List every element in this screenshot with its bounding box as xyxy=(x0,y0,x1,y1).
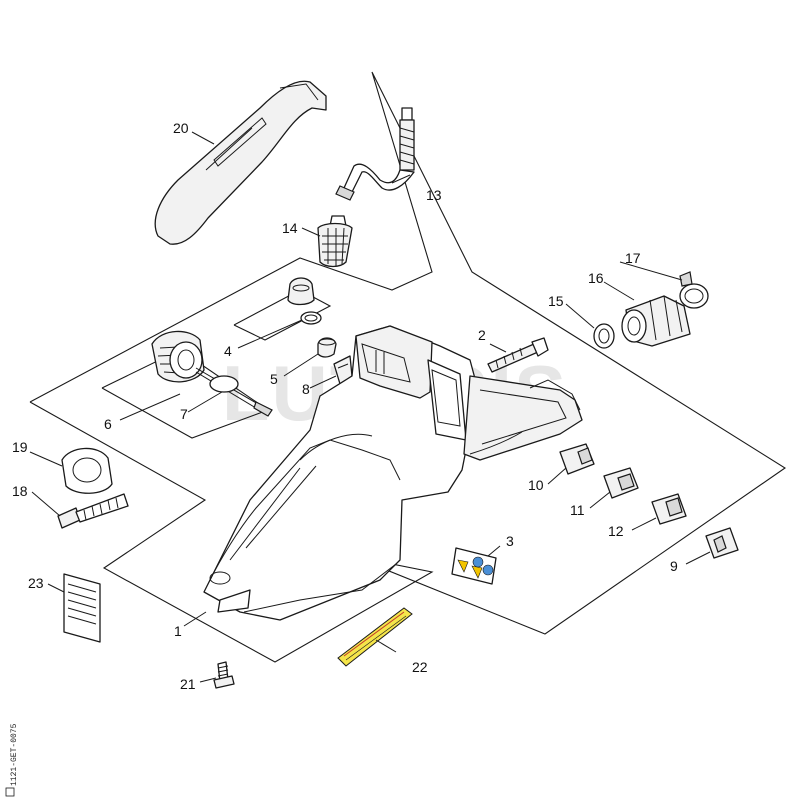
part-18-spring[interactable] xyxy=(57,493,129,529)
callout-10[interactable]: 10 xyxy=(528,477,544,493)
part-15-ring[interactable] xyxy=(593,323,615,349)
callout-15[interactable]: 15 xyxy=(548,293,564,309)
assembly-frame-main xyxy=(29,71,786,663)
callout-2[interactable]: 2 xyxy=(478,327,486,343)
callout-16[interactable]: 16 xyxy=(588,270,604,286)
part-19-gasket[interactable] xyxy=(61,447,113,494)
callout-12[interactable]: 12 xyxy=(608,523,624,539)
callout-1[interactable]: 1 xyxy=(174,623,182,639)
callout-17[interactable]: 17 xyxy=(625,250,641,266)
callout-5[interactable]: 5 xyxy=(270,371,278,387)
part-10-buffer[interactable] xyxy=(559,443,595,475)
part-6-oil-pump[interactable] xyxy=(151,330,205,383)
part-7-oil-pickup[interactable] xyxy=(195,367,273,417)
part-3-warning-label[interactable] xyxy=(451,547,497,585)
callout-4[interactable]: 4 xyxy=(224,343,232,359)
callout-21[interactable]: 21 xyxy=(180,676,196,692)
part-2-screw[interactable] xyxy=(487,337,549,373)
callout-14[interactable]: 14 xyxy=(282,220,298,236)
subgroup-frame-4 xyxy=(233,289,332,341)
callout-19[interactable]: 19 xyxy=(12,439,28,455)
callout-13[interactable]: 13 xyxy=(426,187,442,203)
part-22-strip-label[interactable] xyxy=(337,607,413,667)
callout-18[interactable]: 18 xyxy=(12,483,28,499)
part-9-buffer[interactable] xyxy=(705,527,739,559)
part-23-label-sheet[interactable] xyxy=(63,573,101,643)
callout-20[interactable]: 20 xyxy=(173,120,189,136)
part-17-clamp[interactable] xyxy=(679,271,709,309)
part-12-buffer[interactable] xyxy=(651,493,687,525)
callout-6[interactable]: 6 xyxy=(104,416,112,432)
callout-23[interactable]: 23 xyxy=(28,575,44,591)
callout-8[interactable]: 8 xyxy=(302,381,310,397)
part-5-cap[interactable] xyxy=(317,337,337,358)
part-4-fitting[interactable] xyxy=(287,277,322,325)
part-16-intake-manifold[interactable] xyxy=(621,295,691,347)
diagram-code-box xyxy=(5,787,15,797)
part-21-screw[interactable] xyxy=(213,661,235,689)
callout-3[interactable]: 3 xyxy=(506,533,514,549)
diagram-code: 1121-GET-0075 xyxy=(10,723,19,786)
part-13-fuel-hose[interactable] xyxy=(335,107,415,201)
part-14-fuel-filter[interactable] xyxy=(317,215,353,268)
callout-11[interactable]: 11 xyxy=(570,502,585,518)
part-20-handle[interactable] xyxy=(154,80,327,245)
leader-lines xyxy=(29,131,711,683)
callout-7[interactable]: 7 xyxy=(180,406,188,422)
part-11-buffer[interactable] xyxy=(603,467,639,499)
callout-9[interactable]: 9 xyxy=(670,558,678,574)
callout-22[interactable]: 22 xyxy=(412,659,428,675)
callout-labels: 20 13 14 17 16 15 2 4 5 8 6 7 19 18 10 1… xyxy=(12,120,678,692)
part-1-housing[interactable] xyxy=(203,325,583,621)
